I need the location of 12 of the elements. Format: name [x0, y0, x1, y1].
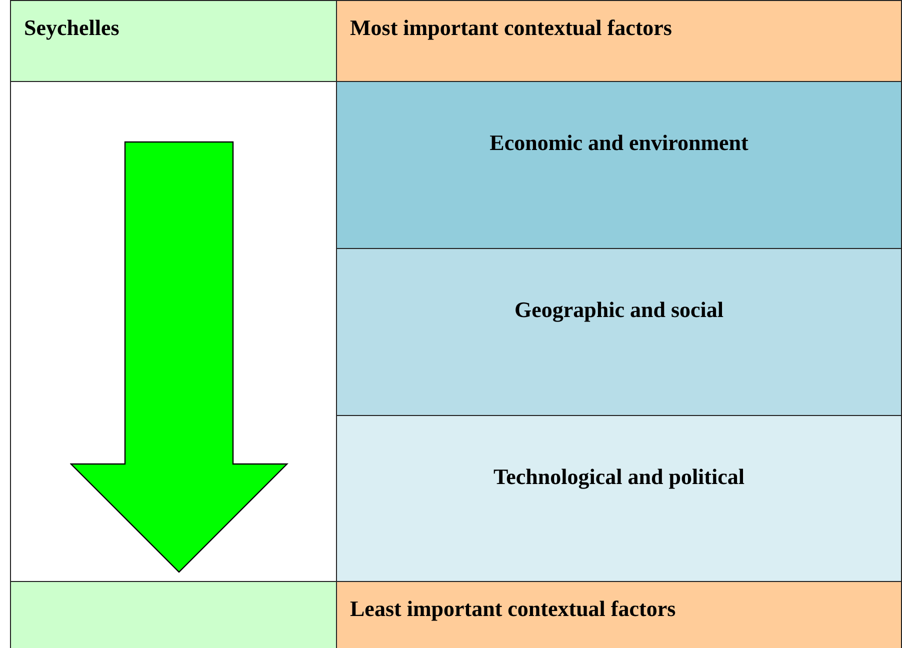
header-cell: [10, 0, 337, 82]
factor-band: [336, 415, 902, 582]
factor-band: [336, 81, 902, 249]
footer-cell: [336, 581, 902, 648]
factor-label: Economic and environment: [488, 130, 750, 156]
header-text: Seychelles: [24, 15, 120, 41]
header-cell: [336, 0, 902, 82]
factor-band: [336, 248, 902, 416]
header-text: Most important contextual factors: [350, 15, 672, 41]
factor-label: Geographic and social: [513, 297, 724, 323]
factor-label: Technological and political: [492, 464, 746, 490]
header-text: Least important contextual factors: [350, 596, 676, 622]
